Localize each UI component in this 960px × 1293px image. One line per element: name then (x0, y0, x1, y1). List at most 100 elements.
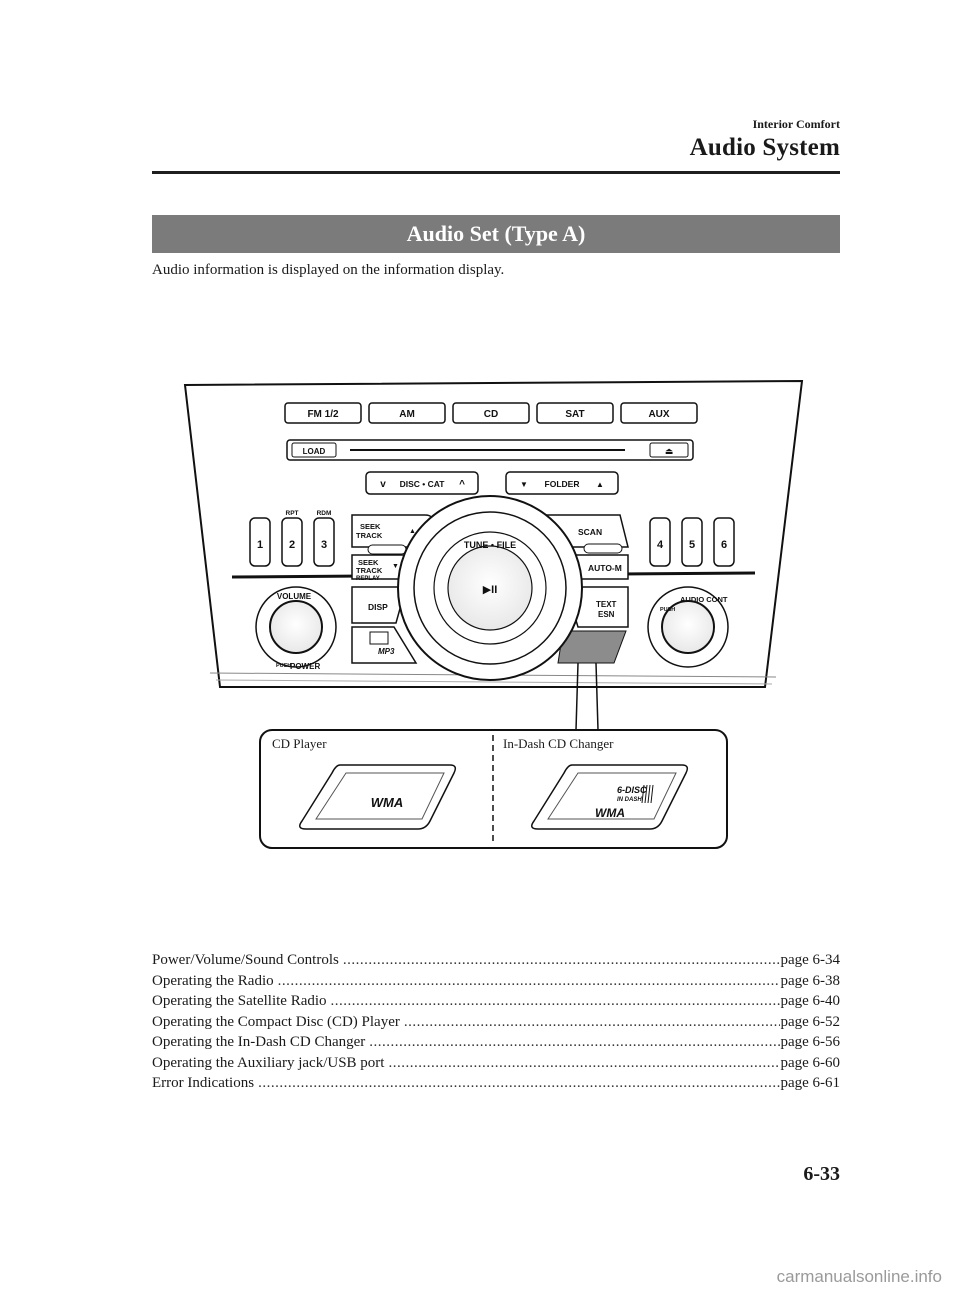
toc-page: page 6-61 (780, 1075, 840, 1091)
toc-row: Operating the Auxiliary jack/USB port pa… (152, 1053, 840, 1074)
load-button (291, 442, 337, 458)
toc-title: Operating the Compact Disc (CD) Player (152, 1013, 400, 1030)
preset-left: 1 2 3 RPT RDM (249, 510, 335, 567)
toc-leader (400, 1012, 781, 1033)
toc-leader (339, 950, 781, 971)
toc-row: Operating the Radio page 6-38 (152, 971, 840, 992)
button-aux (620, 402, 698, 424)
seek-up-label-2: TRACK (356, 531, 383, 540)
tune-file-label: TUNE • FILE (464, 540, 516, 550)
seek-toggle (367, 544, 407, 555)
esn-label: ESN (598, 610, 615, 619)
seek-down-label-1: SEEK (358, 558, 379, 567)
toc-title: Operating the In-Dash CD Changer (152, 1034, 366, 1050)
scan-toggle (583, 543, 623, 554)
button-cd (452, 402, 530, 424)
preset-2: 2 (289, 539, 295, 551)
triangle-down-icon: ▼ (392, 563, 399, 570)
indicator-plate (557, 630, 627, 664)
audio-unit-diagram: FM 1/2 AM CD SAT AUX LOAD ⏏ DISC • CAT v… (183, 379, 804, 849)
toc-row: Operating the Satellite Radio page 6-40 (152, 991, 840, 1012)
toc-title: Error Indications (152, 1075, 255, 1091)
label-fm: FM 1/2 (307, 409, 339, 420)
power-label: POWER (290, 662, 320, 671)
play-pause-knob (447, 545, 533, 631)
toc-title: Power/Volume/Sound Controls (152, 952, 339, 968)
toc-page: page 6-38 (780, 972, 840, 989)
triangle-up-icon: ▲ (409, 528, 416, 535)
automem-label: AUTO-M (588, 563, 622, 573)
text-label: TEXT (596, 600, 617, 609)
play-pause-icon: ▶II (483, 584, 498, 596)
toc-row: Error Indications page 6-61 (152, 1073, 840, 1094)
rpt-label: RPT (286, 510, 299, 517)
button-fm (284, 402, 362, 424)
toc-leader (274, 971, 781, 992)
label-sat: SAT (565, 409, 584, 420)
chevron-down-icon: v (380, 479, 386, 490)
button-am (368, 402, 446, 424)
button-sat (536, 402, 614, 424)
source-buttons: FM 1/2 AM CD SAT AUX (284, 402, 698, 424)
toc-page: page 6-60 (780, 1054, 840, 1071)
wma-label-indash: WMA (595, 806, 625, 820)
triangle-down-icon: ▼ (520, 480, 528, 489)
page-reference-list: Power/Volume/Sound Controls page 6-34 Op… (152, 950, 840, 1094)
disp-label: DISP (368, 602, 388, 612)
page-number: 6-33 (803, 1163, 840, 1185)
preset-3: 3 (321, 539, 327, 551)
volume-label: VOLUME (277, 592, 312, 601)
preset-5: 5 (689, 539, 695, 551)
audio-knob (661, 600, 715, 654)
disp-button (351, 586, 407, 624)
preset-1: 1 (257, 539, 263, 551)
push-audio-label: PUSH (660, 607, 675, 613)
folder-button (505, 471, 619, 495)
intro-text: Audio information is displayed on the in… (152, 262, 505, 278)
chevron-up-icon: ^ (459, 479, 465, 490)
label-cd: CD (484, 409, 498, 420)
push-power-label: PUSH (276, 663, 291, 669)
in-dash-label: IN DASH (617, 797, 642, 803)
chapter-title: Audio System (689, 134, 840, 161)
toc-row: Power/Volume/Sound Controls page 6-34 (152, 950, 840, 971)
eject-icon: ⏏ (665, 446, 674, 456)
watermark: carmanualsonline.info (776, 1267, 942, 1286)
toc-row: Operating the Compact Disc (CD) Player p… (152, 1012, 840, 1033)
toc-leader (327, 991, 781, 1012)
toc-page: page 6-56 (780, 1034, 840, 1050)
toc-page: page 6-52 (780, 1013, 840, 1030)
toc-leader (384, 1053, 780, 1074)
volume-knob (269, 600, 323, 654)
seek-down-label-3: REPLAY (356, 576, 380, 582)
folder-label: FOLDER (545, 479, 580, 489)
eject-button (649, 442, 689, 458)
audio-cont-label: AUDIO CONT (680, 595, 728, 604)
callout-cd-player: CD Player (272, 736, 327, 751)
toc-title: Operating the Satellite Radio (152, 993, 327, 1009)
toc-leader (254, 1073, 780, 1094)
rdm-label: RDM (317, 510, 332, 517)
disc-cat-label: DISC • CAT (400, 479, 446, 489)
toc-leader (365, 1032, 780, 1053)
preset-right: 4 5 6 (649, 517, 735, 567)
changer-stripes-icon (641, 784, 654, 804)
label-am: AM (399, 409, 415, 420)
toc-page: page 6-34 (780, 952, 840, 968)
callout-indash: In-Dash CD Changer (503, 736, 614, 751)
disc-cat-button (365, 471, 479, 495)
label-aux: AUX (648, 409, 669, 420)
toc-title: Operating the Auxiliary jack/USB port (152, 1054, 385, 1071)
seek-up-label-1: SEEK (360, 522, 381, 531)
load-label: LOAD (303, 447, 326, 456)
section-label: Interior Comfort (752, 117, 840, 131)
toc-page: page 6-40 (780, 993, 840, 1009)
preset-4: 4 (657, 539, 664, 551)
triangle-up-icon: ▲ (596, 480, 604, 489)
media-badge (351, 626, 418, 664)
wma-label-cd: WMA (371, 795, 404, 810)
seek-down-label-2: TRACK (356, 566, 383, 575)
section-title-bar: Audio Set (Type A) (152, 215, 840, 253)
six-disc-label: 6-DISC (617, 785, 647, 795)
toc-row: Operating the In-Dash CD Changer page 6-… (152, 1032, 840, 1053)
